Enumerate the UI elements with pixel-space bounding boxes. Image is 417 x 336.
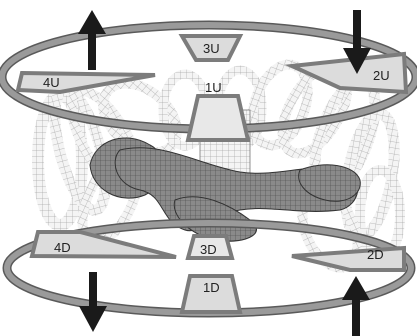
arrow-up-right-icon	[342, 276, 370, 336]
pad-1u	[188, 96, 248, 140]
label-2d: 2D	[367, 247, 384, 262]
label-3u: 3U	[203, 41, 220, 56]
label-1d: 1D	[203, 280, 220, 295]
label-4d: 4D	[54, 240, 71, 255]
label-3d: 3D	[200, 242, 217, 257]
label-4u: 4U	[43, 75, 60, 90]
label-2u: 2U	[373, 68, 390, 83]
label-1u: 1U	[205, 80, 222, 95]
